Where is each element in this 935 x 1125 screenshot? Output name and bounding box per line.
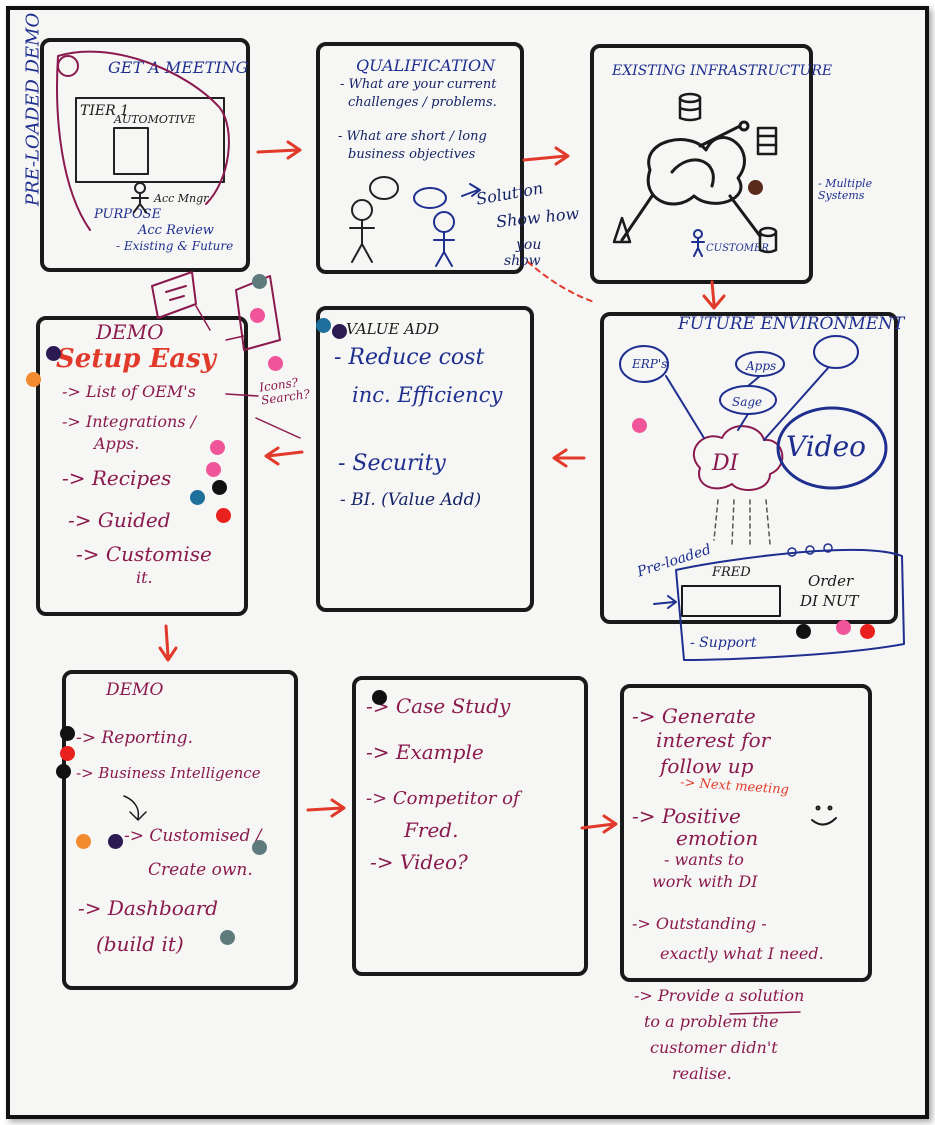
close-outside-line: realise.: [672, 1064, 732, 1083]
panel-qualification: [316, 42, 524, 274]
close-line: -> Generate: [632, 704, 756, 728]
sticker-dot: [316, 318, 331, 333]
case-line: Fred.: [404, 818, 459, 842]
side-label: PRE-LOADED DEMO: [22, 12, 44, 207]
panel-value-add: [316, 306, 534, 612]
demo1-line: -> Integrations /: [62, 412, 197, 431]
close-line: -> Outstanding -: [632, 914, 767, 933]
sticker-dot: [860, 624, 875, 639]
sticker-dot: [252, 274, 267, 289]
qualification-line: you: [516, 237, 542, 253]
panel-demo-setup: [36, 316, 248, 616]
value-line: - Reduce cost: [334, 345, 485, 370]
sticker-dot: [220, 930, 235, 945]
panel-close: [620, 684, 872, 982]
meeting-line: - Existing & Future: [116, 239, 234, 253]
qualification-line: - What are your current: [340, 77, 497, 92]
future-fred: FRED: [712, 565, 751, 580]
demo1-line: it.: [136, 568, 153, 587]
meeting-title: GET A MEETING: [108, 58, 249, 77]
demo2-line: -> Customised /: [124, 826, 262, 846]
sticker-dot: [332, 324, 347, 339]
demo1-line: -> Guided: [68, 508, 171, 532]
future-video: Video: [786, 430, 867, 463]
panel-case-study: [352, 676, 588, 976]
future-title: FUTURE ENVIRONMENT: [678, 314, 905, 334]
infrastructure-customer: CUSTOMER: [706, 243, 769, 254]
case-line: -> Example: [366, 740, 484, 764]
case-line: -> Case Study: [366, 694, 511, 718]
future-order: Order: [808, 572, 854, 590]
sticker-dot: [108, 834, 123, 849]
close-outside-line: to a problem the: [644, 1012, 779, 1031]
value-title: VALUE ADD: [346, 320, 440, 338]
demo2-line: -> Reporting.: [76, 728, 193, 748]
sticker-dot: [56, 764, 71, 779]
meeting-line: Acc Mngr: [154, 192, 209, 205]
sticker-dot: [212, 480, 227, 495]
close-line: - wants to: [664, 850, 744, 869]
sticker-dot: [210, 440, 225, 455]
demo2-line: (build it): [96, 932, 184, 956]
close-line: -> Positive: [632, 804, 741, 828]
sticker-dot: [60, 726, 75, 741]
value-line: inc. Efficiency: [352, 383, 503, 407]
demo1-line: -> List of OEM's: [62, 382, 196, 401]
sticker-dot: [748, 180, 763, 195]
case-line: -> Competitor of: [366, 788, 520, 809]
sticker-dot: [26, 372, 41, 387]
future-di: DI: [712, 451, 739, 476]
sticker-dot: [46, 346, 61, 361]
sticker-dot: [836, 620, 851, 635]
close-outside-line: -> Provide a solution: [634, 986, 805, 1005]
close-line: work with DI: [652, 872, 758, 891]
future-dinut: DI NUT: [800, 592, 859, 610]
close-outside-line: customer didn't: [650, 1038, 778, 1057]
sticker-dot: [60, 746, 75, 761]
case-line: -> Video?: [370, 850, 468, 874]
value-line: - BI. (Value Add): [340, 490, 482, 510]
sticker-dot: [216, 508, 231, 523]
qualification-line: - What are short / long: [338, 129, 487, 144]
sticker-dot: [796, 624, 811, 639]
demo1-line: Apps.: [94, 434, 140, 453]
demo2-line: Create own.: [148, 860, 253, 880]
qualification-line: show: [504, 253, 541, 269]
panel-demo-reporting: [62, 670, 298, 990]
sticker-dot: [190, 490, 205, 505]
sticker-dot: [268, 356, 283, 371]
value-line: - Security: [338, 451, 446, 476]
close-line: follow up: [660, 754, 754, 778]
future-apps: Apps: [746, 359, 777, 373]
close-line: emotion: [676, 826, 759, 850]
demo1-line: -> Customise: [76, 542, 212, 566]
demo2-line: -> Dashboard: [78, 896, 219, 920]
sticker-dot: [372, 690, 387, 705]
sticker-dot: [250, 308, 265, 323]
sticker-dot: [252, 840, 267, 855]
qualification-line: business objectives: [348, 147, 476, 162]
infrastructure-title: EXISTING INFRASTRUCTURE: [612, 63, 833, 79]
sticker-dot: [632, 418, 647, 433]
meeting-line: AUTOMOTIVE: [114, 113, 196, 126]
demo2-title: DEMO: [106, 680, 164, 700]
meeting-line: Acc Review: [138, 223, 214, 238]
future-support: - Support: [690, 635, 757, 651]
demo1-line: -> Recipes: [62, 466, 172, 490]
infrastructure-note: - Multiple Systems: [818, 177, 873, 202]
panel-infrastructure: [590, 44, 813, 284]
demo1-subtitle: Setup Easy: [56, 344, 216, 374]
panel-meeting: [40, 38, 250, 272]
future-erp: ERP's: [632, 357, 668, 371]
sticker-dot: [76, 834, 91, 849]
close-line: interest for: [656, 728, 771, 752]
demo2-line: -> Business Intelligence: [76, 764, 261, 782]
future-sage: Sage: [732, 395, 763, 409]
qualification-line: challenges / problems.: [348, 95, 497, 110]
demo1-title: DEMO: [96, 320, 164, 344]
sticker-dot: [206, 462, 221, 477]
qualification-title: QUALIFICATION: [356, 56, 496, 75]
close-line: exactly what I need.: [660, 944, 824, 963]
meeting-line: PURPOSE: [94, 207, 162, 222]
